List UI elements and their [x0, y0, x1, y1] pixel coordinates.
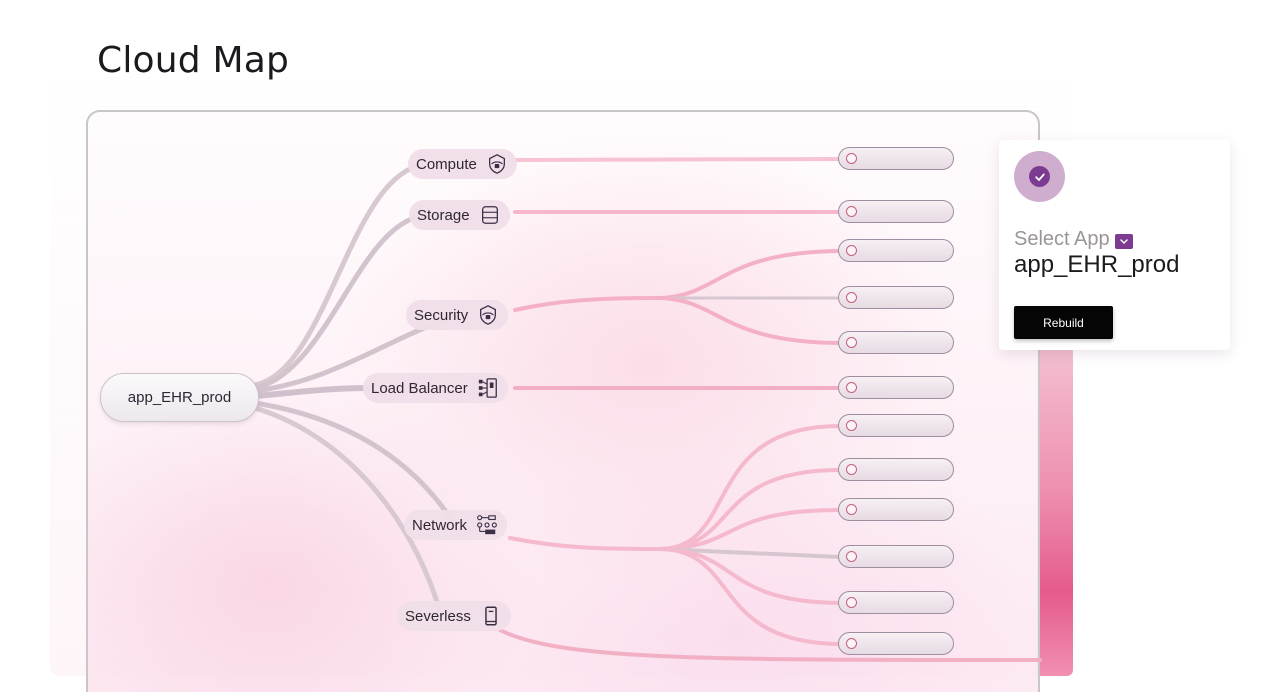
status-dot	[846, 597, 857, 608]
link-root-compute	[252, 161, 433, 388]
status-dot	[846, 420, 857, 431]
link-network-leaf-6	[658, 547, 842, 646]
service-label: Compute	[416, 155, 477, 173]
status-dot	[846, 337, 857, 348]
selected-app-name: app_EHR_prod	[1014, 251, 1180, 278]
link-compute-leaf	[513, 157, 842, 162]
service-node-security[interactable]: Security	[406, 300, 509, 330]
leaf-node[interactable]	[838, 376, 954, 399]
root-node[interactable]: app_EHR_prod	[100, 373, 259, 422]
link-root-storage	[252, 212, 433, 391]
shield-lock-icon	[486, 153, 508, 175]
service-label: Network	[412, 516, 468, 534]
status-dot	[846, 464, 857, 475]
link-network-hub	[508, 536, 662, 551]
status-dot	[846, 638, 857, 649]
link-security-leaf-1	[658, 249, 842, 300]
service-node-compute[interactable]: Compute	[408, 149, 517, 179]
database-icon	[479, 204, 501, 226]
leaf-node[interactable]	[838, 331, 954, 354]
leaf-node[interactable]	[838, 545, 954, 568]
link-network-leaf-3	[658, 508, 842, 551]
link-root-loadbalancer	[252, 385, 373, 399]
service-node-network[interactable]: Network	[404, 510, 508, 540]
rebuild-button[interactable]: Rebuild	[1014, 306, 1113, 339]
link-network-leaf-4	[658, 547, 842, 559]
service-label: Security	[414, 306, 469, 324]
status-dot	[846, 504, 857, 515]
leaf-node[interactable]	[838, 200, 954, 223]
status-dot	[846, 245, 857, 256]
network-topology-icon	[476, 514, 498, 536]
app-selection-panel: Select App app_EHR_prod Rebuild	[999, 140, 1230, 350]
leaf-node[interactable]	[838, 498, 954, 521]
root-node-label: app_EHR_prod	[127, 389, 232, 406]
link-network-leaf-1	[658, 424, 842, 551]
leaf-node[interactable]	[838, 286, 954, 309]
link-network-leaf-2	[658, 468, 842, 551]
status-dot	[846, 206, 857, 217]
status-dot	[846, 551, 857, 562]
shield-lock-icon	[477, 304, 499, 326]
service-label: Storage	[417, 206, 470, 224]
service-node-severless[interactable]: Severless	[397, 601, 511, 631]
status-dot	[846, 153, 857, 164]
service-node-storage[interactable]: Storage	[409, 200, 510, 230]
link-security-hub	[513, 296, 662, 312]
select-app-label: Select App	[1014, 228, 1110, 250]
mobile-device-icon	[480, 605, 502, 627]
leaf-node[interactable]	[838, 414, 954, 437]
service-label: Severless	[405, 607, 471, 625]
leaf-node[interactable]	[838, 632, 954, 655]
status-dot	[846, 382, 857, 393]
service-label: Load Balancer	[371, 379, 468, 397]
link-root-network	[252, 400, 458, 528]
canvas-edge-gradient	[1037, 340, 1073, 676]
chevron-down-icon[interactable]	[1114, 233, 1133, 249]
status-dot	[846, 292, 857, 303]
load-balancer-icon	[477, 377, 499, 399]
select-app-dropdown[interactable]: Select App	[1014, 228, 1133, 251]
leaf-node[interactable]	[838, 458, 954, 481]
leaf-node[interactable]	[838, 147, 954, 170]
link-security-leaf-3	[658, 296, 842, 345]
checkmark-icon	[1029, 166, 1050, 187]
link-severless-edge	[498, 628, 1042, 662]
service-node-load-balancer[interactable]: Load Balancer	[363, 373, 508, 403]
leaf-node[interactable]	[838, 239, 954, 262]
success-badge	[1014, 151, 1065, 202]
link-root-severless	[252, 405, 443, 615]
leaf-node[interactable]	[838, 591, 954, 614]
